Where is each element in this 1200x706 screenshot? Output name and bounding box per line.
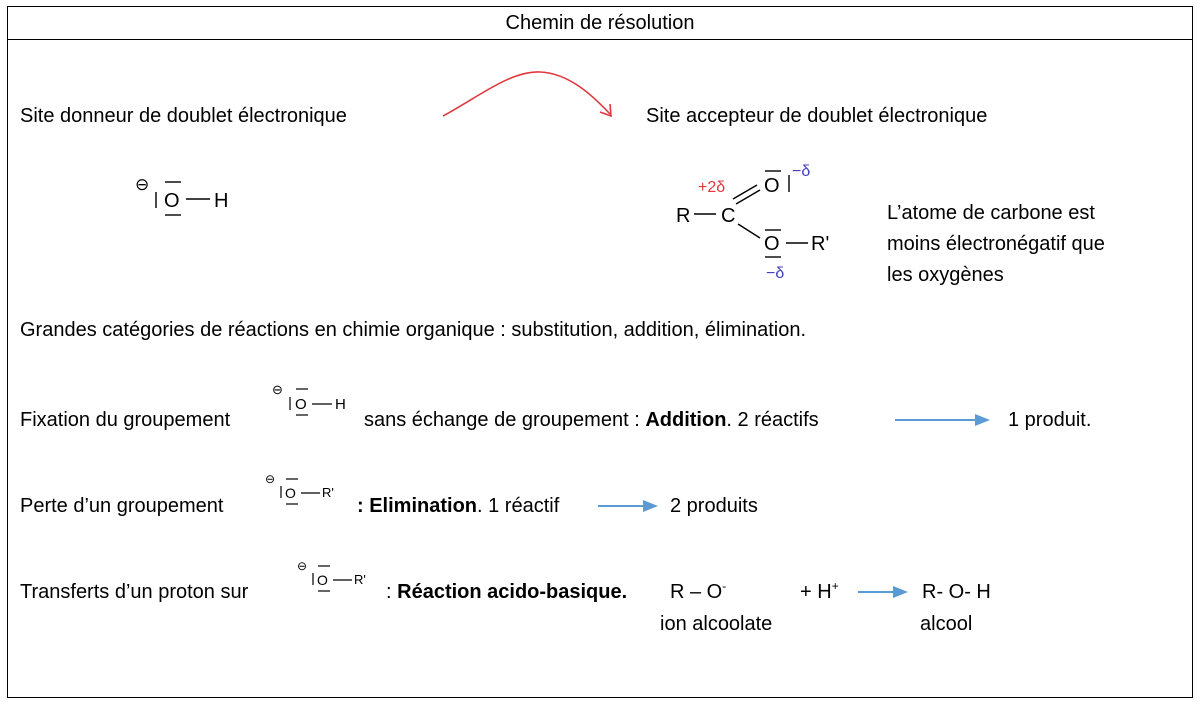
table-header: Chemin de résolution xyxy=(8,7,1192,40)
alcohol-name: alcool xyxy=(920,613,973,635)
electronegativity-note: L’atome de carbone est moins électronéga… xyxy=(887,198,1105,291)
r-prime-group: R' xyxy=(811,233,829,255)
elimination-term: : Elimination xyxy=(357,495,477,517)
alkoxy-structure-2: ⊖ O R' xyxy=(297,559,366,592)
oxygen-atom-small: O xyxy=(295,396,307,413)
acid-base-term: Réaction acido-basique. xyxy=(397,581,628,603)
hydrogen-atom-small: H xyxy=(335,396,346,413)
charge-symbol-small: ⊖ xyxy=(297,559,307,573)
acid-base-sentence: : Réaction acido-basique. xyxy=(386,580,627,604)
alcoholate-text: R – O xyxy=(670,581,723,603)
blue-arrow-acid-base xyxy=(858,586,908,598)
addition-term: Addition xyxy=(645,409,727,431)
ester-oxygen: O xyxy=(764,233,780,255)
proton-charge: + xyxy=(831,579,839,593)
oxygen-atom-small: O xyxy=(285,485,296,501)
alcoholate-charge: - xyxy=(722,579,727,593)
proton-formula: + H+ xyxy=(800,580,839,604)
elimination-result: 2 produits xyxy=(670,495,758,517)
reaction-categories: Grandes catégories de réactions en chimi… xyxy=(20,319,807,341)
addition-result: 1 produit. xyxy=(1008,409,1092,431)
r-group: R xyxy=(676,205,690,227)
r-prime-small: R' xyxy=(322,485,334,500)
proton-text: + H xyxy=(800,581,832,603)
alkoxy-structure-1: ⊖ O R' xyxy=(265,472,334,505)
elimination-prefix: Perte d’un groupement xyxy=(20,495,224,517)
delta-top: −δ xyxy=(792,163,810,180)
header-title: Chemin de résolution xyxy=(505,12,695,34)
acid-base-colon: : xyxy=(386,581,392,603)
alcohol-formula: R- O- H xyxy=(922,581,991,603)
oxygen-atom: O xyxy=(164,190,180,212)
ester-structure: R C +2δ O −δ O R' −δ xyxy=(676,163,829,282)
r-prime-small: R' xyxy=(354,572,366,587)
delta-bottom: −δ xyxy=(766,265,784,282)
donor-site-label: Site donneur de doublet électronique xyxy=(20,105,347,127)
alcoholate-formula: R – O- xyxy=(670,580,726,604)
addition-middle: sans échange de groupement : xyxy=(364,409,640,431)
elimination-reactants: . 1 réactif xyxy=(477,495,560,517)
delta-carbon: +2δ xyxy=(698,179,725,196)
charge-symbol: ⊖ xyxy=(135,175,149,194)
acid-base-prefix: Transferts d’un proton sur xyxy=(20,581,249,603)
hydroxide-structure: ⊖ O H xyxy=(135,175,228,216)
note-line-3: les oxygènes xyxy=(887,264,1004,286)
alcoholate-name: ion alcoolate xyxy=(660,613,773,635)
oxygen-atom-small: O xyxy=(317,572,328,588)
hydrogen-atom: H xyxy=(214,190,228,212)
addition-sentence: sans échange de groupement : Addition. 2… xyxy=(364,408,819,432)
carbonyl-oxygen: O xyxy=(764,175,780,197)
charge-symbol-small: ⊖ xyxy=(265,472,275,486)
addition-prefix: Fixation du groupement xyxy=(20,409,231,431)
hydroxide-small-structure: ⊖ O H xyxy=(272,382,346,416)
note-line-1: L’atome de carbone est xyxy=(887,202,1095,224)
blue-arrow-addition xyxy=(895,414,990,426)
elimination-sentence: : Elimination. 1 réactif xyxy=(357,494,559,518)
addition-reactants: . 2 réactifs xyxy=(726,409,819,431)
resolution-table: Chemin de résolution xyxy=(7,6,1193,698)
carbon-atom: C xyxy=(721,205,735,227)
red-curved-arrow xyxy=(442,71,612,118)
charge-symbol-small: ⊖ xyxy=(272,382,283,397)
note-line-2: moins électronégatif que xyxy=(887,233,1105,255)
blue-arrow-elimination xyxy=(598,500,658,512)
acceptor-site-label: Site accepteur de doublet électronique xyxy=(646,105,988,127)
